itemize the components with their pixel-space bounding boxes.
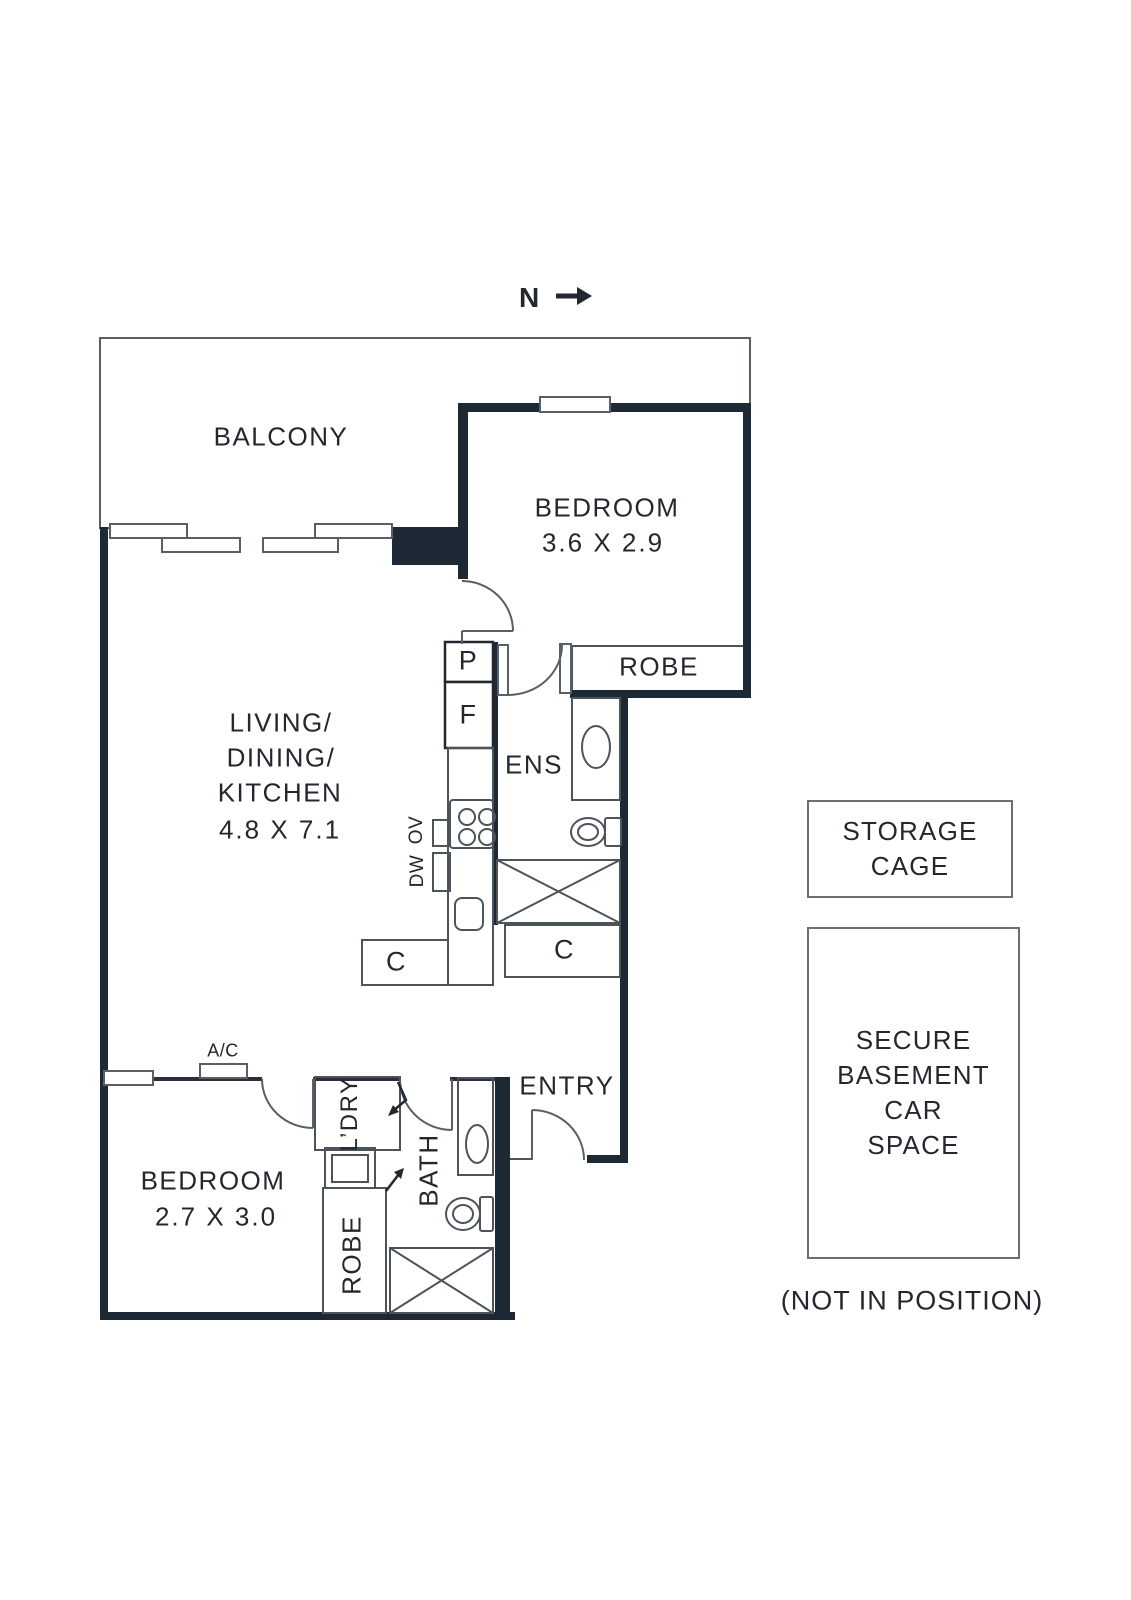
bath-basin bbox=[465, 1124, 489, 1164]
bedroom1-label: BEDROOM bbox=[534, 492, 680, 523]
laundry-closet bbox=[314, 1076, 401, 1151]
ens-toilet-bowl bbox=[577, 823, 599, 841]
robe1-wall-nib bbox=[559, 643, 572, 694]
storage-cage-label-1: STORAGE bbox=[842, 816, 978, 846]
cooktop-burner bbox=[458, 828, 476, 846]
cupboard-left-unit bbox=[361, 939, 449, 986]
bath-toilet-bowl bbox=[452, 1204, 474, 1224]
cupboard-left-label: C bbox=[386, 946, 406, 977]
wall-kitchen-ens bbox=[492, 642, 498, 925]
ens-door-arc bbox=[507, 644, 563, 696]
bath-label: BATH bbox=[413, 1133, 444, 1207]
storage-cage-label-2: CAGE bbox=[870, 851, 950, 881]
ensuite-fixtures bbox=[496, 697, 622, 978]
wall-balcony-pier bbox=[392, 527, 468, 565]
balcony-slider-window bbox=[109, 523, 188, 539]
living-label-1: LIVING/ bbox=[229, 707, 333, 738]
wall-right bbox=[620, 694, 628, 1163]
ens-toilet-bowl bbox=[570, 817, 606, 847]
storage-cage-box: STORAGE CAGE bbox=[807, 800, 1013, 898]
cupboard-right-unit bbox=[504, 924, 621, 978]
car-space-label-4: SPACE bbox=[867, 1130, 960, 1160]
cupboard-right-label: C bbox=[554, 934, 574, 965]
compass-north-label: N bbox=[519, 282, 541, 313]
wall-bedroom1-left bbox=[458, 403, 468, 579]
kitchen-tall-units bbox=[443, 640, 495, 750]
ens-basin bbox=[581, 725, 611, 769]
dishwasher-unit bbox=[432, 852, 451, 892]
cooktop-burner bbox=[458, 808, 476, 826]
bathroom-fixtures bbox=[389, 1077, 494, 1314]
wall-entry-bottom bbox=[587, 1155, 628, 1163]
washing-machine-inner bbox=[331, 1154, 369, 1183]
cooktop-burner bbox=[478, 808, 496, 826]
pantry-label: P bbox=[458, 645, 478, 676]
laundry-swing-arrowhead bbox=[388, 1105, 399, 1116]
compass-north: N bbox=[519, 282, 540, 314]
wall-bedroom1-right bbox=[743, 403, 751, 697]
ens-toilet-tank bbox=[604, 817, 622, 847]
laundry-robe-joinery bbox=[314, 1076, 401, 1314]
living-dims: 4.8 X 7.1 bbox=[218, 814, 342, 845]
car-space-box: SECURE BASEMENT CAR SPACE bbox=[807, 927, 1020, 1259]
bedroom1-window bbox=[539, 396, 611, 413]
balcony-slider-window bbox=[314, 523, 393, 539]
car-space-label-2: BASEMENT bbox=[837, 1060, 990, 1090]
aircon-unit bbox=[199, 1063, 248, 1079]
bedroom1-door-leaf bbox=[461, 630, 513, 644]
robe2-label: ROBE bbox=[336, 1215, 367, 1295]
ens-shower bbox=[496, 859, 621, 924]
laundry-swing-arrow bbox=[392, 1081, 408, 1112]
balcony-slider-window bbox=[262, 537, 339, 553]
robe2-swing-arrowhead bbox=[394, 1168, 404, 1179]
wall-bath-right bbox=[495, 1077, 510, 1320]
entry-door-arc bbox=[531, 1109, 585, 1161]
bedroom2-dims: 2.7 X 3.0 bbox=[154, 1201, 278, 1232]
ens-door-leaf bbox=[497, 644, 509, 696]
door-swing-arrows bbox=[385, 1081, 408, 1192]
kitchen-sink bbox=[454, 897, 484, 931]
kitchen-bench bbox=[361, 747, 496, 986]
living-label-2: DINING/ bbox=[226, 742, 336, 773]
entry-label: ENTRY bbox=[519, 1070, 615, 1101]
bath-toilet-tank bbox=[479, 1196, 494, 1232]
bedroom1-dims: 3.6 X 2.9 bbox=[541, 527, 665, 558]
bedroom2-door-arc bbox=[261, 1078, 314, 1129]
bench-run bbox=[447, 747, 494, 986]
balcony-slider-window bbox=[161, 537, 241, 553]
north-arrow-icon bbox=[556, 287, 592, 305]
car-space-label-3: CAR bbox=[884, 1095, 943, 1125]
oven-label: OV bbox=[406, 815, 427, 845]
laundry-label: L’DRY bbox=[336, 1076, 363, 1152]
aircon-label: A/C bbox=[207, 1040, 239, 1061]
wall-left bbox=[100, 527, 108, 1320]
ens-shower-cross bbox=[496, 859, 621, 924]
bath-door-arc bbox=[399, 1078, 453, 1131]
oven-unit bbox=[432, 819, 451, 847]
window-layer bbox=[103, 396, 611, 1086]
bedroom2-label: BEDROOM bbox=[140, 1165, 286, 1196]
dishwasher-label: DW bbox=[407, 854, 428, 888]
bedroom2-window bbox=[103, 1070, 154, 1086]
robe2-closet bbox=[322, 1187, 387, 1314]
balcony-label: BALCONY bbox=[213, 421, 349, 452]
cooktop-burner bbox=[478, 828, 496, 846]
robe2-swing-arrow bbox=[385, 1173, 400, 1192]
bedroom1-door-arc bbox=[461, 580, 514, 632]
living-label-3: KITCHEN bbox=[217, 777, 343, 808]
door-layer bbox=[261, 580, 585, 1161]
ens-vanity bbox=[571, 697, 621, 801]
not-in-position-note: (NOT IN POSITION) bbox=[780, 1285, 1044, 1316]
ens-label: ENS bbox=[505, 749, 563, 780]
bath-shower-cross bbox=[389, 1247, 494, 1314]
robe1-label: ROBE bbox=[619, 651, 699, 682]
bath-vanity bbox=[457, 1077, 494, 1176]
wall-bottom bbox=[100, 1312, 515, 1320]
fridge-label: F bbox=[459, 699, 477, 730]
bath-toilet-bowl bbox=[445, 1197, 481, 1231]
car-space-label-1: SECURE bbox=[855, 1025, 972, 1055]
wall-robe1-bottom bbox=[570, 690, 751, 698]
bath-shower bbox=[389, 1247, 494, 1314]
